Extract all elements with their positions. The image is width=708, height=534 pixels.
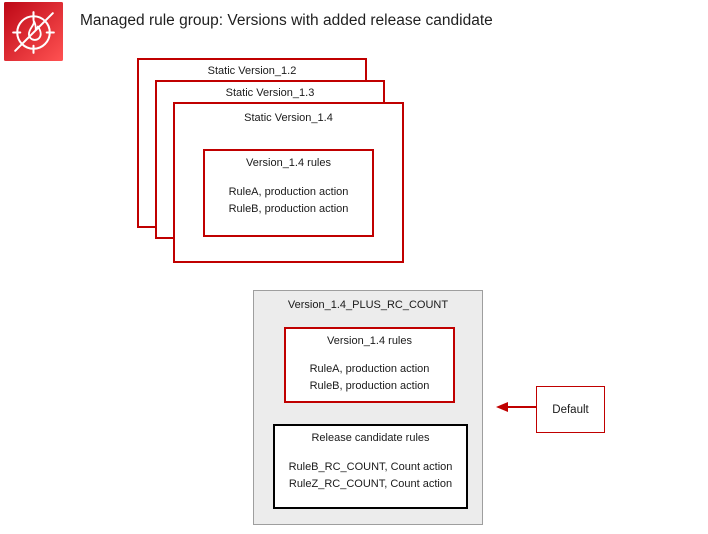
static-version-1-4-label: Static Version_1.4	[244, 112, 333, 124]
release-candidate-rules-list: RuleB_RC_COUNT, Count action RuleZ_RC_CO…	[275, 459, 466, 493]
page-title: Managed rule group: Versions with added …	[80, 12, 493, 29]
rule-line: RuleZ_RC_COUNT, Count action	[288, 478, 453, 490]
version-1-4-rules-title: Version_1.4 rules	[246, 157, 331, 169]
aws-waf-icon	[4, 2, 63, 61]
rule-line: RuleB, production action	[228, 203, 349, 215]
rule-line: RuleA, production action	[309, 363, 430, 375]
version-1-4-rules-box: Version_1.4 rules RuleA, production acti…	[203, 149, 374, 237]
rule-line: RuleA, production action	[228, 186, 349, 198]
default-arrow	[496, 402, 538, 412]
version-1-4-rules-list: RuleA, production action RuleB, producti…	[205, 184, 372, 218]
default-label: Default	[552, 403, 589, 416]
rc-version-rules-title: Version_1.4 rules	[327, 335, 412, 347]
default-box: Default	[536, 386, 605, 433]
release-candidate-rules-title: Release candidate rules	[311, 432, 430, 444]
release-candidate-rules-box: Release candidate rules RuleB_RC_COUNT, …	[273, 424, 468, 509]
static-version-1-2-label: Static Version_1.2	[207, 65, 297, 77]
static-version-1-3-label: Static Version_1.3	[225, 87, 315, 99]
version-1-4-plus-rc-count-title: Version_1.4_PLUS_RC_COUNT	[287, 299, 449, 311]
rule-line: RuleB, production action	[309, 380, 430, 392]
rc-version-rules-box: Version_1.4 rules RuleA, production acti…	[284, 327, 455, 403]
rule-line: RuleB_RC_COUNT, Count action	[288, 461, 453, 473]
rc-version-rules-list: RuleA, production action RuleB, producti…	[286, 361, 453, 395]
